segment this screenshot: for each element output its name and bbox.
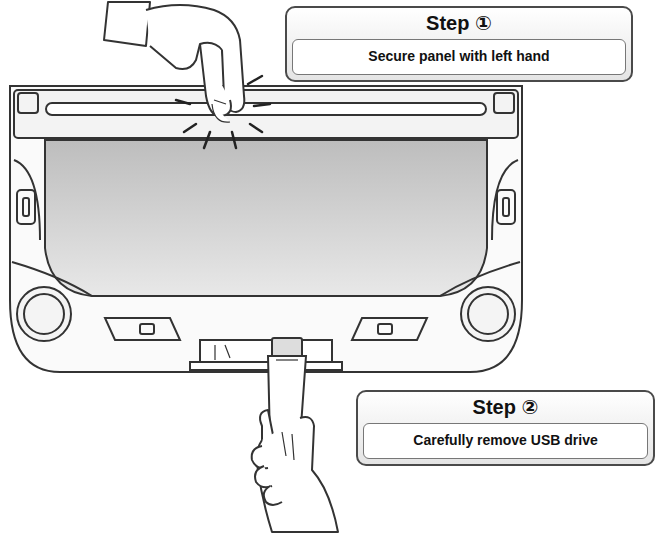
left-hand-part: [212, 104, 230, 122]
left-hand-part: [200, 44, 231, 116]
press-burst-part: [232, 132, 236, 148]
right-hand: [252, 410, 338, 532]
left-hand-part: [104, 2, 150, 46]
head-unit-body-part: [461, 287, 515, 341]
step-heading: Step ①: [292, 11, 626, 35]
head-unit-body-part: [503, 198, 509, 216]
step-box: Step ① Secure panel with left hand: [285, 6, 633, 82]
press-burst-part: [184, 124, 196, 132]
head-unit-body-part: [497, 190, 515, 224]
press-burst-part: [204, 132, 210, 148]
right-hand-part: [264, 486, 282, 505]
press-burst: [176, 76, 270, 148]
head-unit-body-part: [14, 160, 40, 240]
press-burst-part: [248, 76, 262, 84]
head-unit-body-part: [215, 345, 230, 360]
head-unit-body-part: [18, 93, 38, 113]
head-unit-body-part: [17, 190, 35, 224]
head-unit-body-part: [105, 318, 180, 340]
step-instruction: Secure panel with left hand: [292, 39, 626, 75]
left-hand: [104, 2, 244, 122]
step-heading: Step ②: [363, 395, 648, 419]
head-unit-body-part: [140, 324, 154, 334]
right-hand-part: [252, 446, 268, 468]
head-unit-body-part: [23, 198, 29, 216]
head-unit-body-part: [190, 362, 342, 370]
head-unit-body-part: [46, 103, 486, 115]
head-unit-body-part: [24, 294, 64, 334]
step-instruction: Carefully remove USB drive: [363, 423, 648, 459]
head-unit-body-part: [200, 340, 332, 362]
press-burst-part: [176, 100, 190, 104]
head-unit-body-part: [378, 324, 392, 334]
right-hand-part: [255, 466, 272, 487]
press-burst-part: [250, 124, 262, 132]
head-unit-body-part: [14, 90, 518, 138]
right-hand-part: [282, 432, 294, 460]
usb-drive-part: [276, 359, 298, 360]
head-unit-body-part: [10, 86, 522, 372]
left-hand-part: [214, 100, 226, 104]
step-box: Step ② Carefully remove USB drive: [356, 390, 655, 466]
right-hand-part: [257, 417, 338, 532]
head-unit-body-part: [45, 140, 487, 296]
press-burst-part: [254, 104, 270, 106]
head-unit-body-part: [17, 287, 71, 341]
head-unit-body: [10, 86, 522, 372]
head-unit-body-part: [352, 318, 427, 340]
head-unit-body-part: [494, 93, 514, 113]
head-unit-body-part: [492, 160, 518, 240]
head-unit-body-part: [468, 294, 508, 334]
